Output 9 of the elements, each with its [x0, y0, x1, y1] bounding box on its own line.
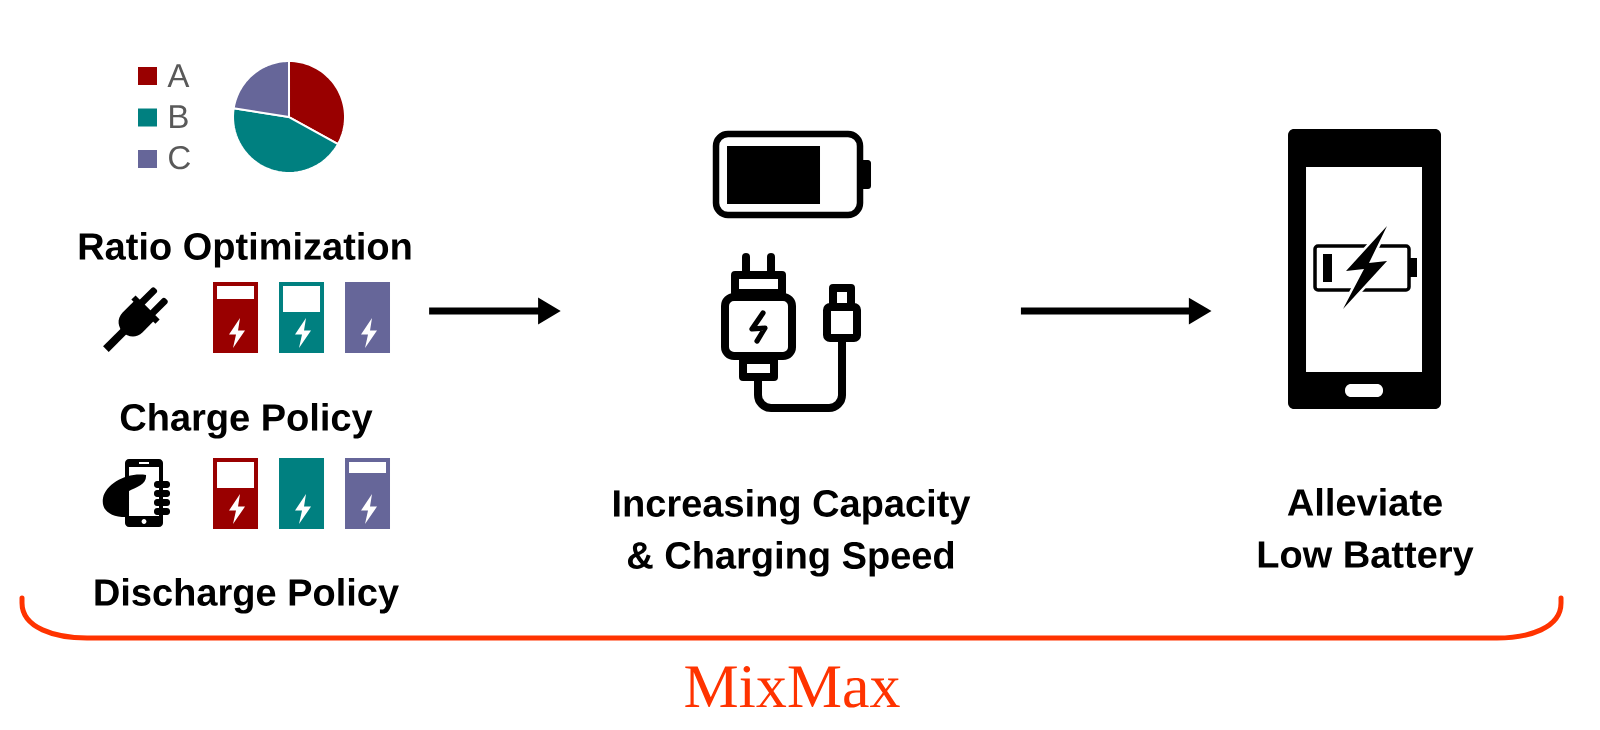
- node-label: Charge Policy: [120, 403, 373, 439]
- node-label: Discharge Policy: [95, 578, 399, 614]
- node-label: Ratio Optimization: [79, 232, 411, 268]
- legend-label: B: [170, 105, 188, 128]
- legend-label: C: [169, 145, 190, 170]
- brace-label: MixMax: [685, 665, 900, 708]
- node-label: Alleviate Low Battery: [1258, 488, 1474, 576]
- node-label: Increasing Capacity & Charging Speed: [614, 489, 971, 577]
- legend-label: A: [167, 64, 190, 87]
